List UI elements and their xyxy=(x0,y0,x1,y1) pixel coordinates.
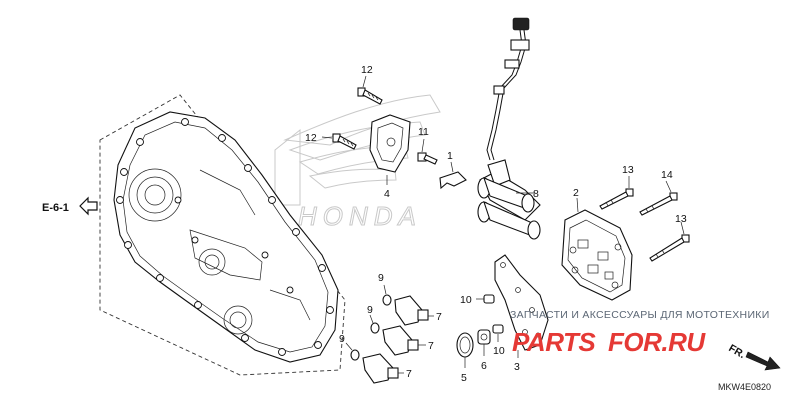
part-2-valve-body[interactable] xyxy=(561,197,633,301)
honda-wing-logo: HONDA xyxy=(274,94,441,232)
part-9-washer-middle[interactable] xyxy=(369,314,380,334)
callout-12-lower: 12 xyxy=(305,132,317,144)
callout-10-upper: 10 xyxy=(460,294,472,306)
part-1-clip[interactable] xyxy=(439,161,467,190)
part-3-plate[interactable] xyxy=(494,254,549,358)
section-reference-label: E-6-1 xyxy=(42,202,69,214)
arrow-left-icon xyxy=(79,196,98,216)
part-7-sensor-middle[interactable] xyxy=(382,325,426,356)
callout-2: 2 xyxy=(573,187,579,199)
front-direction-indicator: FR. xyxy=(727,342,781,371)
part-11-bolt[interactable] xyxy=(417,138,438,165)
part-14-bolt[interactable] xyxy=(639,180,678,216)
callout-6: 6 xyxy=(481,360,487,372)
callout-10-lower: 10 xyxy=(493,345,505,357)
part-6-seal[interactable] xyxy=(477,329,491,356)
part-10-dowel-pin-upper[interactable] xyxy=(476,294,495,304)
watermark-tagline: ЗАПЧАСТИ И АКСЕССУАРЫ ДЛЯ МОТОТЕХНИКИ xyxy=(510,309,770,321)
part-12-bolt-upper[interactable] xyxy=(357,75,383,105)
crankcase-cover xyxy=(113,111,339,363)
callout-13-lower: 13 xyxy=(675,213,687,225)
callout-9-middle: 9 xyxy=(367,304,373,316)
arrow-down-right-icon xyxy=(745,351,781,371)
callout-14: 14 xyxy=(661,169,673,181)
part-9-washer-lower[interactable] xyxy=(345,342,360,361)
callout-3: 3 xyxy=(514,361,520,373)
callout-4: 4 xyxy=(384,188,390,200)
cover-outline-dashed xyxy=(99,94,346,376)
watermark-brand-left: PARTS xyxy=(512,327,596,357)
watermark: ЗАПЧАСТИ И АКСЕССУАРЫ ДЛЯ МОТОТЕХНИКИ PA… xyxy=(510,309,770,357)
honda-logo-text: HONDA xyxy=(298,201,422,231)
callout-labels: 12 12 4 11 1 8 2 13 14 13 9 7 9 7 9 7 10… xyxy=(305,64,687,384)
part-13-bolt-lower[interactable] xyxy=(649,221,690,262)
part-8-solenoid-assembly[interactable] xyxy=(477,17,541,240)
callout-11: 11 xyxy=(418,126,429,138)
diagram-code: MKW4E0820 xyxy=(718,382,771,392)
callout-7-middle: 7 xyxy=(428,340,434,352)
front-direction-label: FR. xyxy=(727,342,748,361)
callout-13-upper: 13 xyxy=(622,164,634,176)
part-4-bracket[interactable] xyxy=(369,114,411,185)
part-5-o-ring[interactable] xyxy=(456,332,474,368)
callout-7-lower: 7 xyxy=(406,368,412,380)
part-13-bolt-upper[interactable] xyxy=(599,176,634,210)
callout-1: 1 xyxy=(447,150,453,162)
callout-12-upper: 12 xyxy=(361,64,373,76)
watermark-brand-right: FOR.RU xyxy=(608,327,706,357)
callout-9-upper: 9 xyxy=(378,272,384,284)
callout-8: 8 xyxy=(533,188,539,200)
callout-9-lower: 9 xyxy=(339,333,345,345)
section-reference[interactable]: E-6-1 xyxy=(42,196,98,216)
part-9-washer-upper[interactable] xyxy=(382,284,392,306)
part-7-sensor-upper[interactable] xyxy=(394,295,434,326)
callout-5: 5 xyxy=(461,372,467,384)
callout-7-upper: 7 xyxy=(436,311,442,323)
part-12-bolt-lower[interactable] xyxy=(321,133,357,150)
part-7-sensor-lower[interactable] xyxy=(362,353,404,384)
part-10-dowel-pin-lower[interactable] xyxy=(492,324,504,342)
